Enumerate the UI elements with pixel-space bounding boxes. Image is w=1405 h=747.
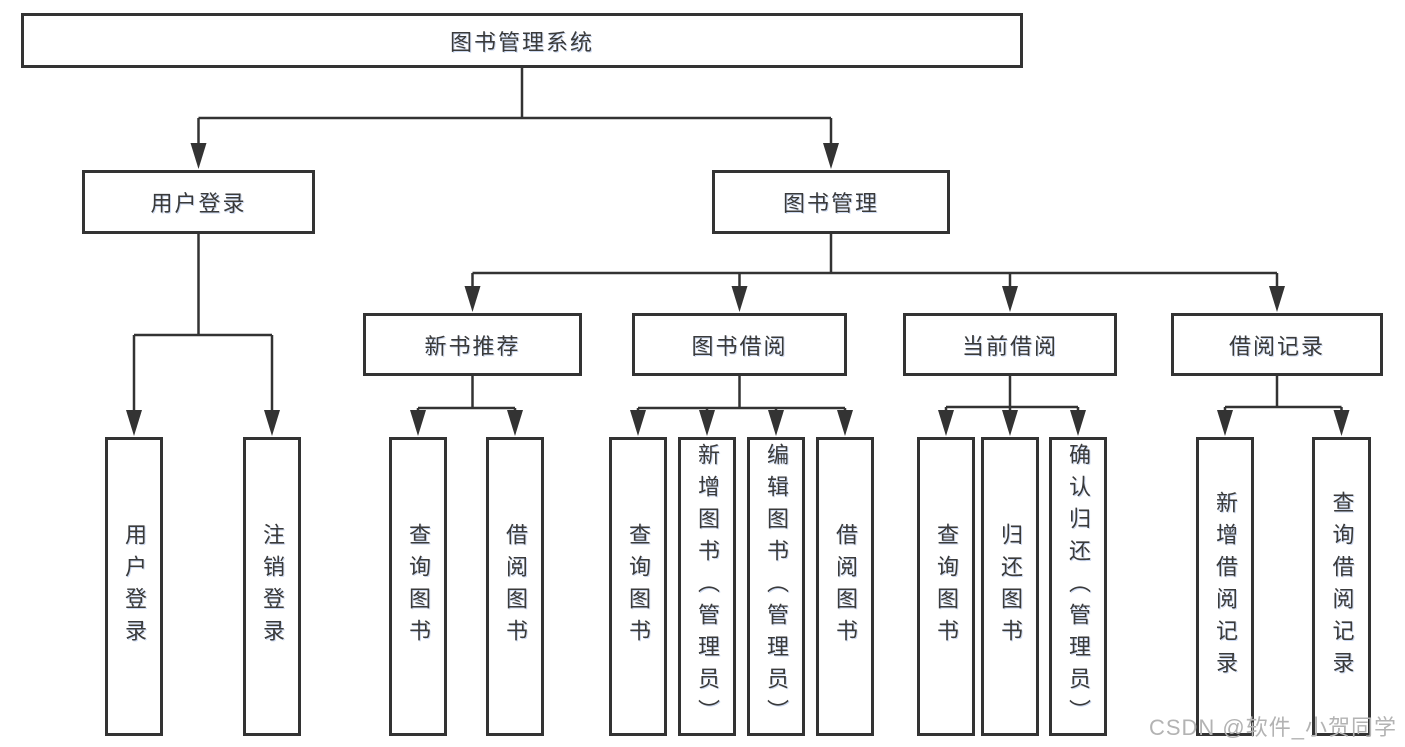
arrowhead-icon (1002, 286, 1018, 312)
arrowhead-icon (410, 410, 426, 436)
node-leaf-cb-confirm: 确认归还（管理员） (1049, 437, 1107, 736)
node-leaf-bb-borrow: 借阅图书 (816, 437, 874, 736)
arrowhead-icon (1070, 410, 1086, 436)
arrowhead-icon (1269, 286, 1285, 312)
node-leaf-bb-edit: 编辑图书（管理员） (747, 437, 805, 736)
arrowhead-icon (768, 410, 784, 436)
node-book-borrow: 图书借阅 (632, 313, 847, 376)
node-leaf-bb-search: 查询图书 (609, 437, 667, 736)
arrowhead-icon (823, 143, 839, 169)
arrowhead-icon (1002, 410, 1018, 436)
arrowhead-icon (1217, 410, 1233, 436)
arrowhead-icon (731, 286, 748, 312)
node-leaf-cb-return: 归还图书 (981, 437, 1039, 736)
arrowhead-icon (699, 410, 715, 436)
node-leaf-br-search: 查询借阅记录 (1312, 437, 1371, 736)
arrowhead-icon (190, 143, 207, 169)
watermark: CSDN @软件_小贺同学 (1148, 715, 1397, 740)
arrowhead-icon (938, 410, 954, 436)
node-leaf-cb-search: 查询图书 (917, 437, 975, 736)
node-leaf-user-login: 用户登录 (105, 437, 163, 736)
arrowhead-icon (464, 286, 481, 312)
arrowhead-icon (264, 410, 280, 436)
node-new-book-rec: 新书推荐 (363, 313, 582, 376)
node-leaf-br-add: 新增借阅记录 (1196, 437, 1254, 736)
node-leaf-rec-borrow: 借阅图书 (486, 437, 544, 736)
node-leaf-rec-search: 查询图书 (389, 437, 447, 736)
node-current-borrow: 当前借阅 (903, 313, 1117, 376)
arrowhead-icon (630, 410, 646, 436)
node-leaf-bb-add: 新增图书（管理员） (678, 437, 736, 736)
node-leaf-logout: 注销登录 (243, 437, 301, 736)
arrowhead-icon (1333, 410, 1350, 436)
node-root: 图书管理系统 (21, 13, 1023, 68)
node-user-login: 用户登录 (82, 170, 315, 234)
node-book-mgmt: 图书管理 (712, 170, 950, 234)
node-borrow-records: 借阅记录 (1171, 313, 1383, 376)
arrowhead-icon (507, 410, 523, 436)
arrowhead-icon (837, 410, 853, 436)
arrowhead-icon (126, 410, 142, 436)
